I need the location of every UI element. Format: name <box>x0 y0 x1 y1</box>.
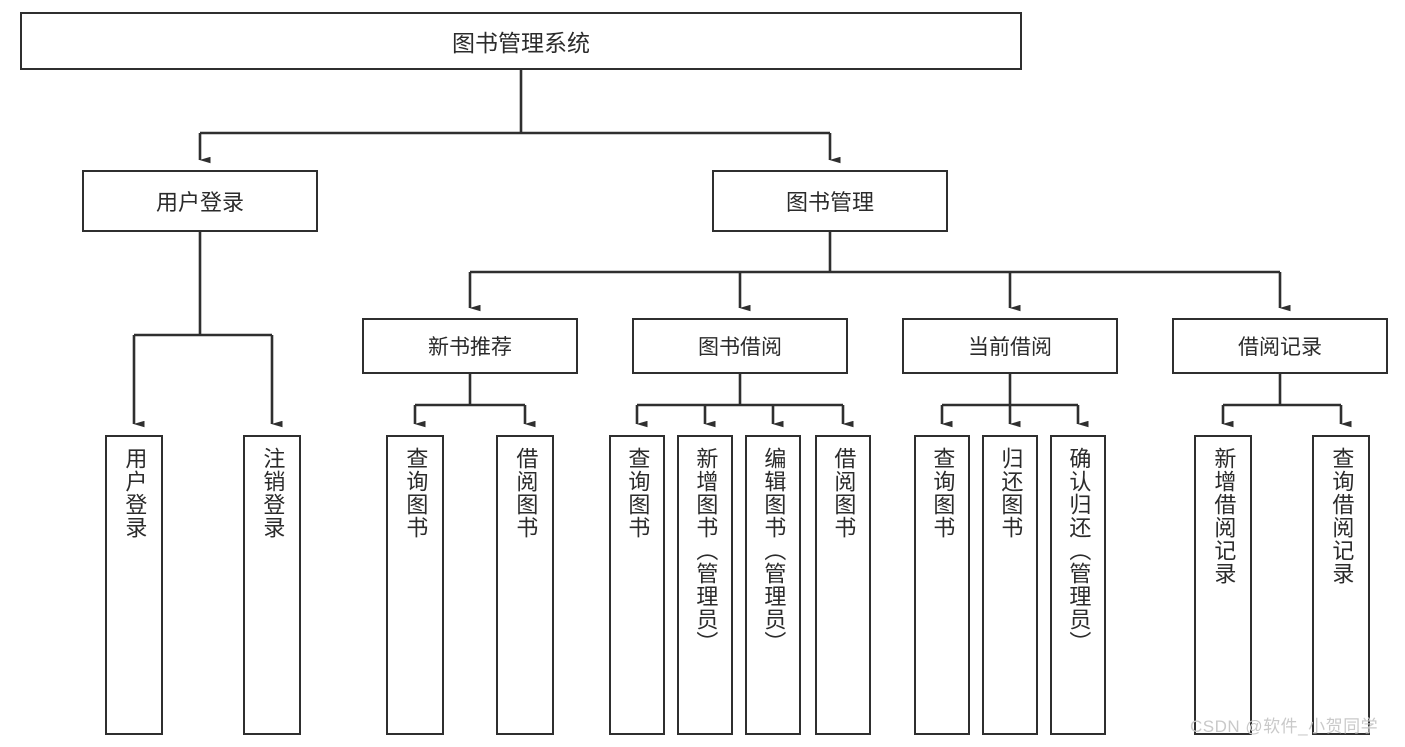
csdn-watermark: CSDN @软件_小贺同学 <box>1190 717 1379 736</box>
node-leaf-user-login[interactable]: 用户登录 <box>105 435 163 735</box>
node-leaf-confirm-return-admin[interactable]: 确认归还（管理员） <box>1050 435 1106 735</box>
node-borrow-record[interactable]: 借阅记录 <box>1172 318 1388 374</box>
node-new-book-recommend[interactable]: 新书推荐 <box>362 318 578 374</box>
node-leaf-query-book-current[interactable]: 查询图书 <box>914 435 970 735</box>
node-leaf-borrow-book-recommend[interactable]: 借阅图书 <box>496 435 554 735</box>
node-root-book-management-system[interactable]: 图书管理系统 <box>20 12 1022 70</box>
node-current-borrow[interactable]: 当前借阅 <box>902 318 1118 374</box>
node-user-login[interactable]: 用户登录 <box>82 170 318 232</box>
node-leaf-borrow-book-borrow[interactable]: 借阅图书 <box>815 435 871 735</box>
node-book-borrow[interactable]: 图书借阅 <box>632 318 848 374</box>
node-leaf-edit-book-admin[interactable]: 编辑图书（管理员） <box>745 435 801 735</box>
node-leaf-return-book[interactable]: 归还图书 <box>982 435 1038 735</box>
node-leaf-add-borrow-record[interactable]: 新增借阅记录 <box>1194 435 1252 735</box>
node-leaf-query-book-recommend[interactable]: 查询图书 <box>386 435 444 735</box>
node-leaf-add-book-admin[interactable]: 新增图书（管理员） <box>677 435 733 735</box>
node-leaf-query-book-borrow[interactable]: 查询图书 <box>609 435 665 735</box>
node-leaf-logout[interactable]: 注销登录 <box>243 435 301 735</box>
node-leaf-query-borrow-record[interactable]: 查询借阅记录 <box>1312 435 1370 735</box>
node-book-management[interactable]: 图书管理 <box>712 170 948 232</box>
